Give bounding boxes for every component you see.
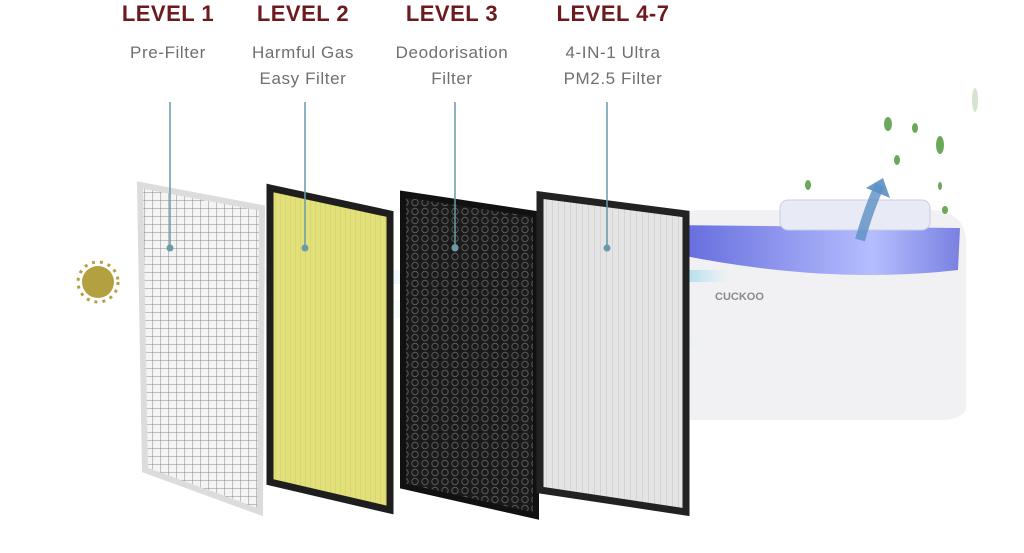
level-desc: Deodorisation bbox=[395, 43, 509, 62]
leader-dot bbox=[166, 244, 174, 252]
leader-dot bbox=[451, 244, 459, 252]
level-desc: Pre-Filter bbox=[130, 43, 206, 62]
air-purifier: CUCKOO bbox=[660, 88, 978, 420]
leader-lines bbox=[169, 102, 608, 248]
level-title: LEVEL 2 bbox=[256, 1, 350, 26]
level-desc: 4-IN-1 Ultra bbox=[565, 43, 661, 62]
level-desc: Filter bbox=[431, 69, 473, 88]
level-desc: Easy Filter bbox=[259, 69, 347, 88]
harmful-gas-filter-panel bbox=[266, 183, 394, 515]
leader-dot bbox=[603, 244, 611, 252]
level-title: LEVEL 4-7 bbox=[556, 1, 670, 26]
virus-icon bbox=[76, 260, 120, 304]
deodorisation-filter-panel bbox=[400, 190, 539, 520]
leaf-icons bbox=[805, 88, 978, 214]
level-title: LEVEL 1 bbox=[121, 1, 215, 26]
pm25-filter-panel bbox=[536, 191, 690, 517]
level-desc: PM2.5 Filter bbox=[563, 69, 663, 88]
leader-dot bbox=[301, 244, 309, 252]
brand-logo: CUCKOO bbox=[715, 291, 764, 303]
level-title: LEVEL 3 bbox=[405, 1, 499, 26]
pre-filter-panel bbox=[136, 181, 266, 517]
level-desc: Harmful Gas bbox=[251, 43, 354, 62]
level-1-label: LEVEL 1 Pre-Filter bbox=[78, 0, 258, 66]
